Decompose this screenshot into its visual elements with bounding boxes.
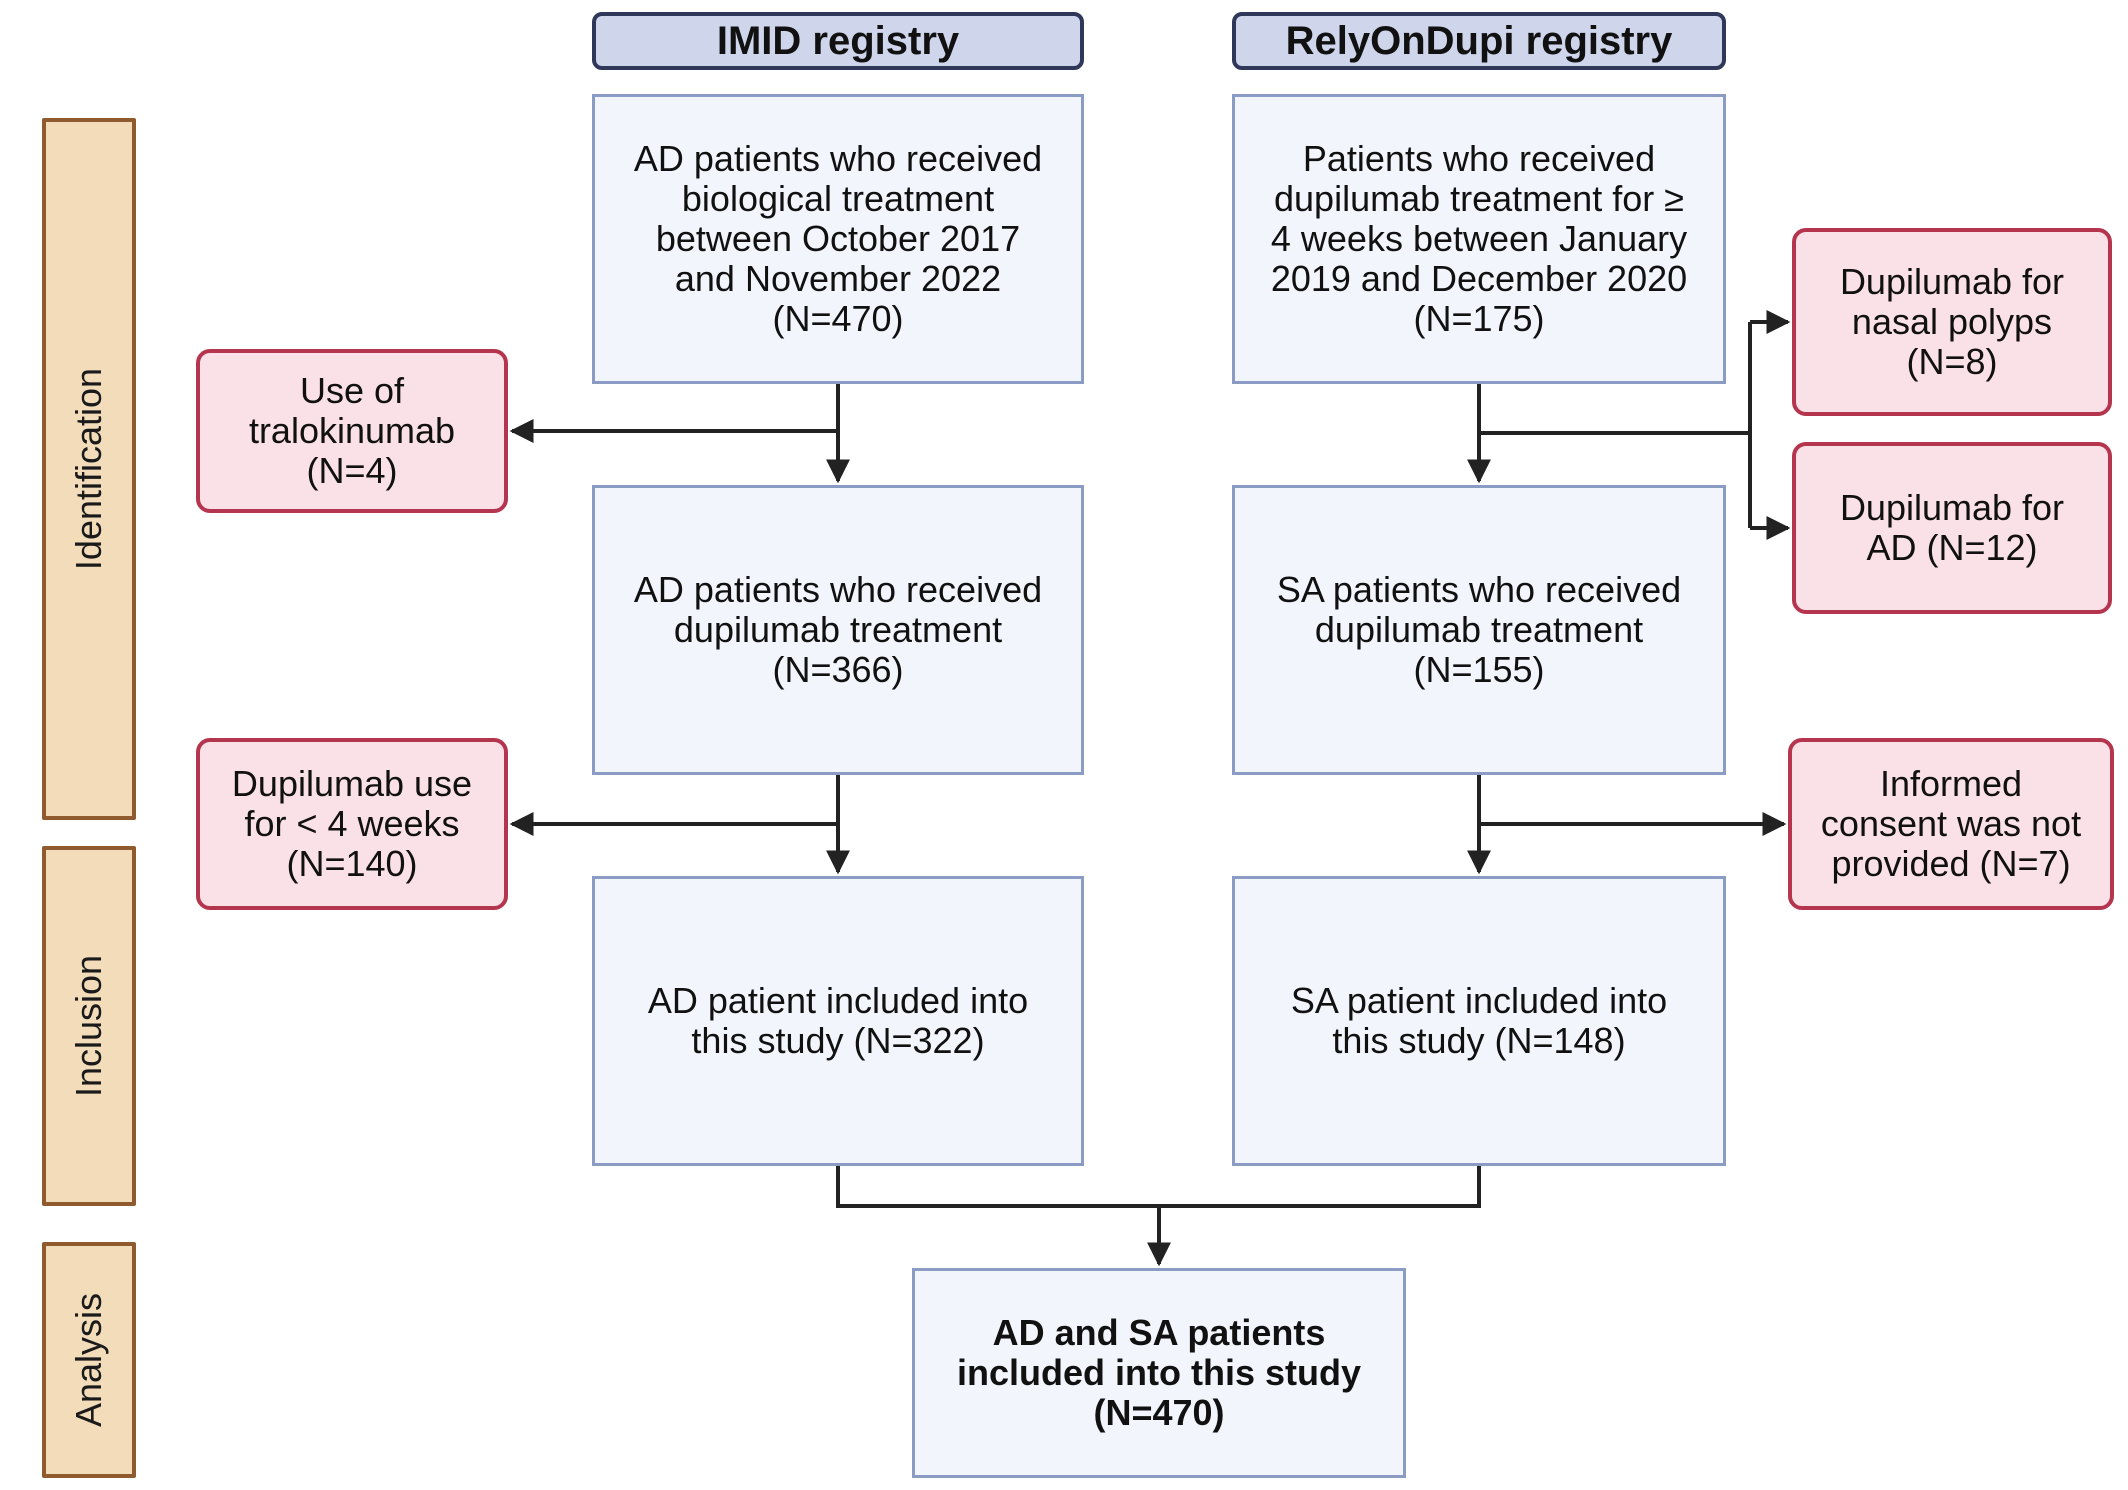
relyondupi-sa-dupilumab-box: SA patients who received dupilumab treat… [1232,485,1726,775]
relyondupi-registry-header: RelyOnDupi registry [1232,12,1726,70]
relyondupi-dupilumab-4-weeks-box: Patients who received dupilumab treatmen… [1232,94,1726,384]
short-dupilumab-use-exclusion-box: Dupilumab use for < 4 weeks (N=140) [196,738,508,910]
stage-identification: Identification [42,118,136,820]
imid-registry-header: IMID registry [592,12,1084,70]
relyondupi-included-box: SA patient included into this study (N=1… [1232,876,1726,1166]
stage-inclusion: Inclusion [42,846,136,1206]
stage-analysis: Analysis [42,1242,136,1478]
final-included-box: AD and SA patients included into this st… [912,1268,1406,1478]
imid-included-box: AD patient included into this study (N=3… [592,876,1084,1166]
nasal-polyps-exclusion-box: Dupilumab for nasal polyps (N=8) [1792,228,2112,416]
consent-exclusion-box: Informed consent was not provided (N=7) [1788,738,2114,910]
imid-dupilumab-treatment-box: AD patients who received dupilumab treat… [592,485,1084,775]
imid-biological-treatment-box: AD patients who received biological trea… [592,94,1084,384]
tralokinumab-exclusion-box: Use of tralokinumab (N=4) [196,349,508,513]
ad-dupilumab-exclusion-box: Dupilumab for AD (N=12) [1792,442,2112,614]
